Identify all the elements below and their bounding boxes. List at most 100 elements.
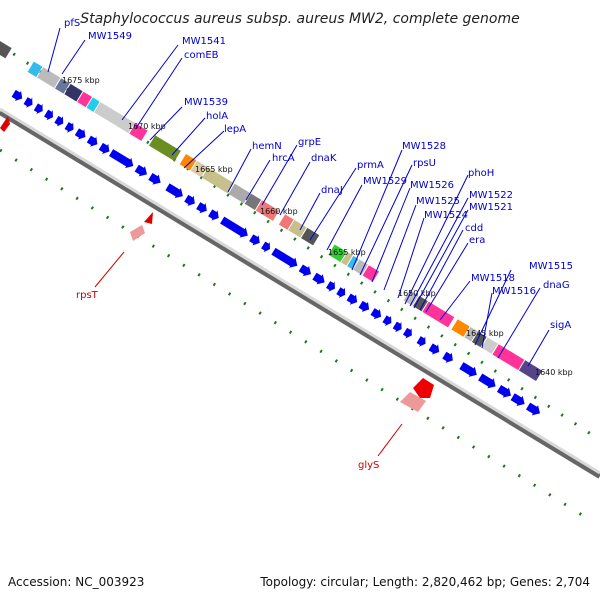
forward-gene-arrow	[402, 327, 412, 339]
forward-gene-arrow	[510, 393, 525, 406]
map-title: Staphylococcus aureus subsp. aureus MW2,…	[80, 11, 520, 27]
red-leader-lines	[94, 251, 403, 457]
forward-gene-arrow	[261, 241, 271, 253]
gene-block	[413, 295, 428, 312]
gene-label-dnak: dnaK	[311, 153, 337, 164]
gene-label-mw1516: MW1516	[492, 286, 536, 297]
gene-block	[278, 214, 294, 230]
label-leader-lines	[47, 27, 550, 367]
forward-gene-arrow	[496, 384, 511, 398]
summary-text: Topology: circular; Length: 2,820,462 bp…	[259, 575, 590, 589]
reverse-arrow-glys	[413, 378, 434, 398]
gene-label-pfs: pfS	[64, 18, 80, 29]
gene-label-mw1526: MW1526	[410, 180, 454, 191]
forward-gene-arrow	[208, 209, 219, 221]
gene-block	[464, 327, 478, 342]
reverse-gene-glys	[400, 392, 426, 412]
reverse-arrow-left	[0, 116, 10, 132]
forward-gene-arrow	[11, 89, 23, 102]
gene-label-dnaj: dnaJ	[321, 185, 343, 196]
gene-block	[179, 154, 197, 171]
gene-label-mw1541: MW1541	[182, 36, 226, 47]
backbone-shadow	[0, 109, 600, 479]
forward-gene-arrow	[148, 173, 161, 185]
gene-label-comeb: comEB	[184, 50, 219, 61]
gene-block	[341, 252, 353, 266]
forward-gene-arrow	[428, 343, 440, 355]
forward-gene-arrow	[249, 234, 260, 246]
gene-label-grpe: grpE	[298, 137, 321, 148]
gene-label-siga: sigA	[550, 320, 571, 331]
gene-label-mw1529: MW1529	[363, 176, 407, 187]
gene-block	[422, 301, 455, 328]
gene-label-mw1521: MW1521	[469, 202, 513, 213]
gene-block	[518, 360, 543, 381]
gene-label-hemn: hemN	[252, 141, 282, 152]
gene-label-glys: glyS	[358, 460, 379, 471]
gene-label-lepa: lepA	[224, 124, 246, 135]
gene-block	[481, 337, 498, 354]
gene-block	[228, 183, 251, 204]
forward-gene-arrow	[370, 308, 382, 320]
gene-block	[129, 123, 148, 141]
forward-gene-arrow	[196, 202, 207, 214]
gene-label-mw1539: MW1539	[184, 97, 228, 108]
gene-block	[64, 83, 83, 102]
gene-block	[451, 319, 470, 337]
forward-gene-arrow	[220, 216, 248, 238]
gene-block	[328, 244, 347, 262]
forward-gene-arrow	[336, 287, 346, 298]
gene-block	[492, 344, 525, 371]
gene-label-mw1524: MW1524	[424, 210, 468, 221]
forward-gene-arrow	[459, 362, 477, 377]
forward-gene-arrow	[134, 164, 147, 177]
forward-gene-arrow	[442, 351, 453, 363]
gene-label-hola: holA	[206, 111, 228, 122]
gene-label-mw1522: MW1522	[469, 190, 513, 201]
gene-block	[288, 220, 307, 238]
gene-block	[148, 135, 181, 162]
gene-label-dnag: dnaG	[543, 280, 570, 291]
scale-tick-label: 1670 kbp	[128, 122, 166, 131]
gene-label-mw1515: MW1515	[529, 261, 573, 272]
gene-label-rpsu: rpsU	[413, 158, 436, 169]
gene-block	[201, 167, 234, 194]
scale-tick-label: 1655 kbp	[328, 248, 366, 257]
gene-block	[362, 265, 380, 282]
gene-label-mw1549: MW1549	[88, 31, 132, 42]
forward-gene-arrow	[416, 336, 426, 347]
scale-tick-label: 1660 kbp	[260, 207, 298, 216]
scale-tick-label: 1665 kbp	[195, 165, 233, 174]
forward-gene-arrow	[23, 97, 33, 108]
gene-block	[403, 290, 419, 306]
forward-gene-arrow	[382, 315, 392, 326]
forward-gene-arrow	[346, 293, 358, 305]
forward-gene-arrows	[11, 89, 541, 416]
scale-tick-label: 1640 kbp	[535, 368, 573, 377]
forward-gene-arrow	[54, 115, 64, 127]
gene-block	[37, 67, 61, 88]
forward-gene-arrow	[298, 264, 312, 277]
gene-label-cdd: cdd	[465, 223, 483, 234]
backbone	[0, 107, 600, 475]
scale-tick-label: 1675 kbp	[62, 76, 100, 85]
forward-gene-arrow	[98, 142, 110, 155]
forward-gene-arrow	[33, 103, 43, 115]
gene-label-mw1525: MW1525	[416, 196, 460, 207]
forward-gene-arrow	[74, 128, 86, 140]
gene-label-hrca: hrcA	[272, 153, 295, 164]
gene-block	[94, 102, 135, 134]
forward-gene-arrow	[64, 122, 74, 133]
gene-label-rpst: rpsT	[76, 290, 99, 301]
gene-label-mw1518: MW1518	[471, 273, 515, 284]
forward-gene-arrow	[312, 272, 325, 285]
forward-gene-arrow	[326, 281, 335, 292]
forward-gene-arrow	[478, 373, 496, 389]
forward-gene-arrow	[44, 109, 53, 121]
gene-block	[54, 78, 70, 94]
forward-gene-arrow	[271, 247, 298, 268]
gene-label-prma: prmA	[357, 160, 384, 171]
gene-label-mw1528: MW1528	[402, 141, 446, 152]
gene-block	[347, 255, 359, 270]
